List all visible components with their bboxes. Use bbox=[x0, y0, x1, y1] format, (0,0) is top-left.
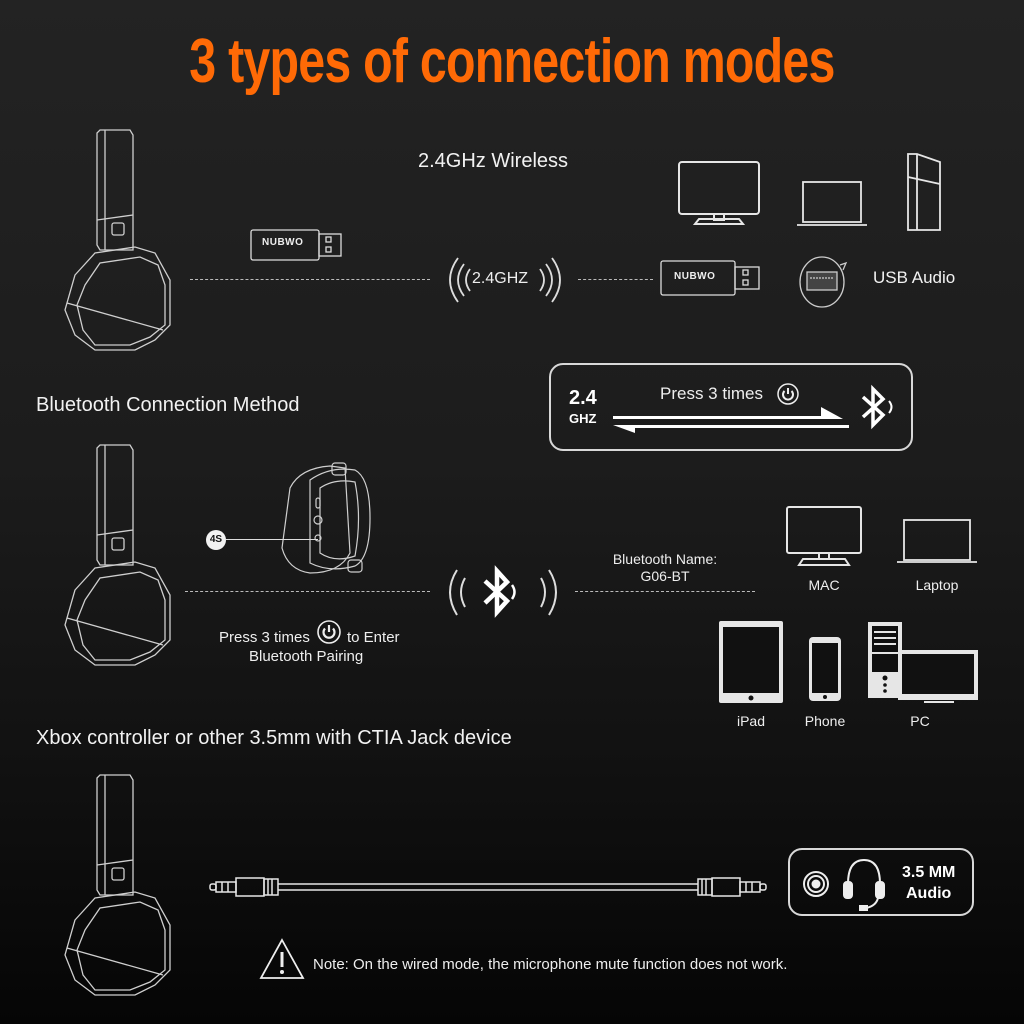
aux-cable-icon bbox=[209, 877, 767, 897]
headphone-icon bbox=[64, 444, 171, 666]
dashed-connector bbox=[190, 279, 430, 280]
mode-from-small: GHZ bbox=[569, 411, 597, 426]
device-label-phone: Phone bbox=[804, 713, 846, 729]
ipad-icon bbox=[719, 621, 783, 703]
bt-name-label: Bluetooth Name: bbox=[612, 551, 718, 567]
laptop-icon bbox=[796, 180, 868, 228]
wired-note: Note: On the wired mode, the microphone … bbox=[313, 956, 788, 973]
earcup-detail-illustration bbox=[270, 458, 380, 578]
phone-icon bbox=[809, 637, 841, 701]
audio-jack-icon bbox=[803, 871, 829, 897]
laptop-icon bbox=[896, 518, 978, 564]
usb-port-icon bbox=[796, 253, 852, 309]
bluetooth-icon bbox=[861, 384, 893, 430]
mode-switch-panel: 2.4 GHZ Press 3 times bbox=[549, 363, 913, 451]
badge-line1: 3.5 MM bbox=[902, 864, 956, 881]
wireless-signal: 2.4GHZ bbox=[440, 255, 570, 305]
bluetooth-wave-icon bbox=[449, 565, 557, 618]
audio-jack-badge: 3.5 MM Audio bbox=[788, 848, 974, 916]
bt-name-value: G06-BT bbox=[640, 568, 690, 584]
power-icon bbox=[317, 620, 341, 644]
warning-icon bbox=[259, 938, 305, 979]
console-icon bbox=[905, 152, 945, 232]
headphone-icon bbox=[64, 129, 171, 351]
page-title: 3 types of connection modes bbox=[189, 27, 835, 96]
mode-instruction: Press 3 times bbox=[660, 384, 763, 403]
aux-cable-illustration bbox=[208, 876, 768, 900]
device-label-pc: PC bbox=[910, 713, 930, 729]
dashed-connector bbox=[575, 591, 755, 592]
hold-duration-badge: 4S bbox=[206, 530, 226, 550]
bluetooth-signal bbox=[445, 565, 565, 620]
headphone-illustration bbox=[55, 440, 180, 675]
signal-waves-icon bbox=[449, 257, 561, 303]
mode-from-big: 2.4 bbox=[569, 387, 597, 409]
usb-audio-label: USB Audio bbox=[873, 268, 956, 287]
signal-label: 2.4GHZ bbox=[472, 270, 529, 287]
pairing-text-line2: Bluetooth Pairing bbox=[249, 648, 364, 665]
headphone-illustration bbox=[55, 125, 180, 360]
dongle-brand: NUBWO bbox=[262, 237, 304, 248]
wired-heading: Xbox controller or other 3.5mm with CTIA… bbox=[36, 727, 512, 749]
usb-dongle-right: NUBWO bbox=[660, 259, 765, 299]
headphone-illustration bbox=[55, 770, 180, 1005]
usb-dongle-left: NUBWO bbox=[250, 224, 345, 264]
device-label-ipad: iPad bbox=[736, 713, 766, 729]
pairing-text-suffix: to Enter bbox=[347, 629, 400, 646]
power-icon bbox=[777, 383, 799, 405]
headphone-icon bbox=[64, 774, 171, 996]
wireless-heading: 2.4GHz Wireless bbox=[418, 150, 569, 172]
pairing-text-line1: Press 3 times bbox=[219, 629, 310, 646]
bluetooth-heading: Bluetooth Connection Method bbox=[36, 394, 300, 416]
dashed-connector bbox=[578, 279, 653, 280]
dashed-connector bbox=[185, 591, 430, 592]
headset-icon bbox=[843, 858, 885, 911]
mac-icon bbox=[785, 505, 863, 567]
monitor-icon bbox=[677, 160, 761, 226]
device-label-mac: MAC bbox=[808, 577, 840, 593]
pc-icon bbox=[868, 622, 980, 703]
device-label-laptop: Laptop bbox=[915, 577, 959, 593]
callout-line bbox=[226, 539, 318, 540]
badge-line2: Audio bbox=[906, 885, 952, 902]
switch-arrows-icon bbox=[613, 407, 849, 433]
